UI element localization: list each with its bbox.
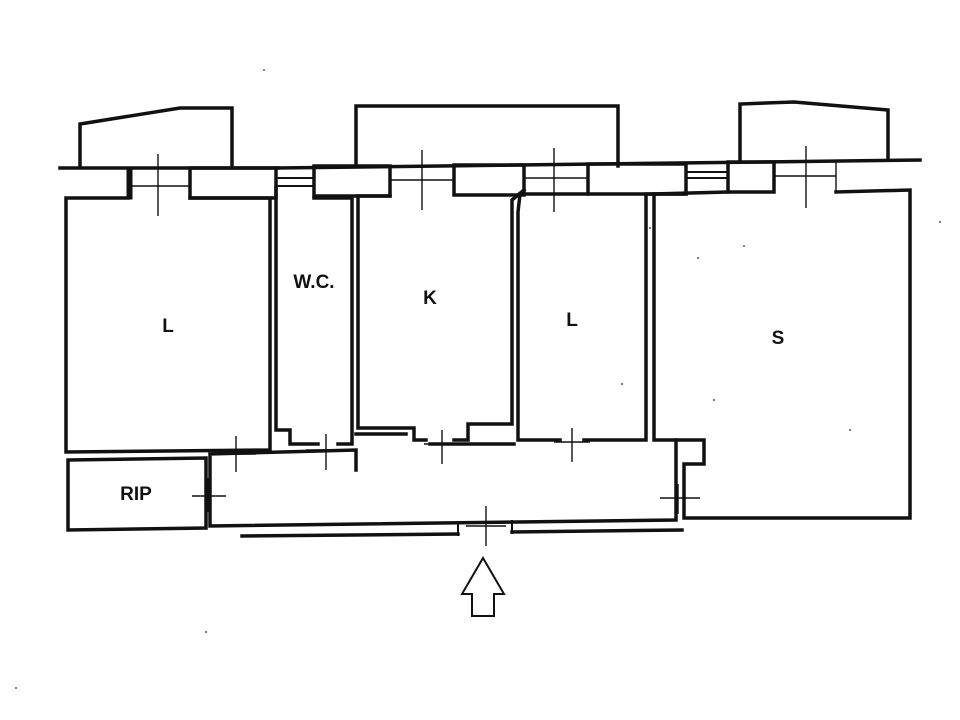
pier [312, 164, 392, 198]
entrance-arrow-icon [460, 556, 506, 617]
pier [452, 163, 526, 197]
scan-specks [15, 69, 941, 689]
pier [188, 166, 278, 200]
label-wc: W.C. [293, 272, 334, 293]
room-kitchen-walls [356, 187, 527, 442]
corridor-walls [208, 438, 678, 528]
balcony-center [354, 104, 620, 168]
interior-doors [192, 428, 700, 546]
balcony-left [78, 106, 234, 168]
entrance-wall [240, 520, 684, 538]
room-living-middle-walls [516, 192, 688, 442]
pier [726, 160, 776, 194]
room-living-left-walls [64, 196, 272, 454]
label-living-middle: L [566, 310, 578, 331]
balcony-right [738, 100, 890, 162]
room-storage-walls [66, 456, 208, 532]
pier [586, 162, 688, 196]
balconies [78, 100, 890, 168]
room-salon-walls [652, 188, 912, 520]
pier [126, 168, 133, 200]
label-salon: S [772, 328, 785, 349]
label-kitchen: K [423, 288, 437, 309]
label-living-left: L [162, 316, 174, 337]
room-wc-walls [274, 186, 354, 446]
label-storage: RIP [120, 484, 152, 505]
facade-windows [132, 146, 837, 216]
